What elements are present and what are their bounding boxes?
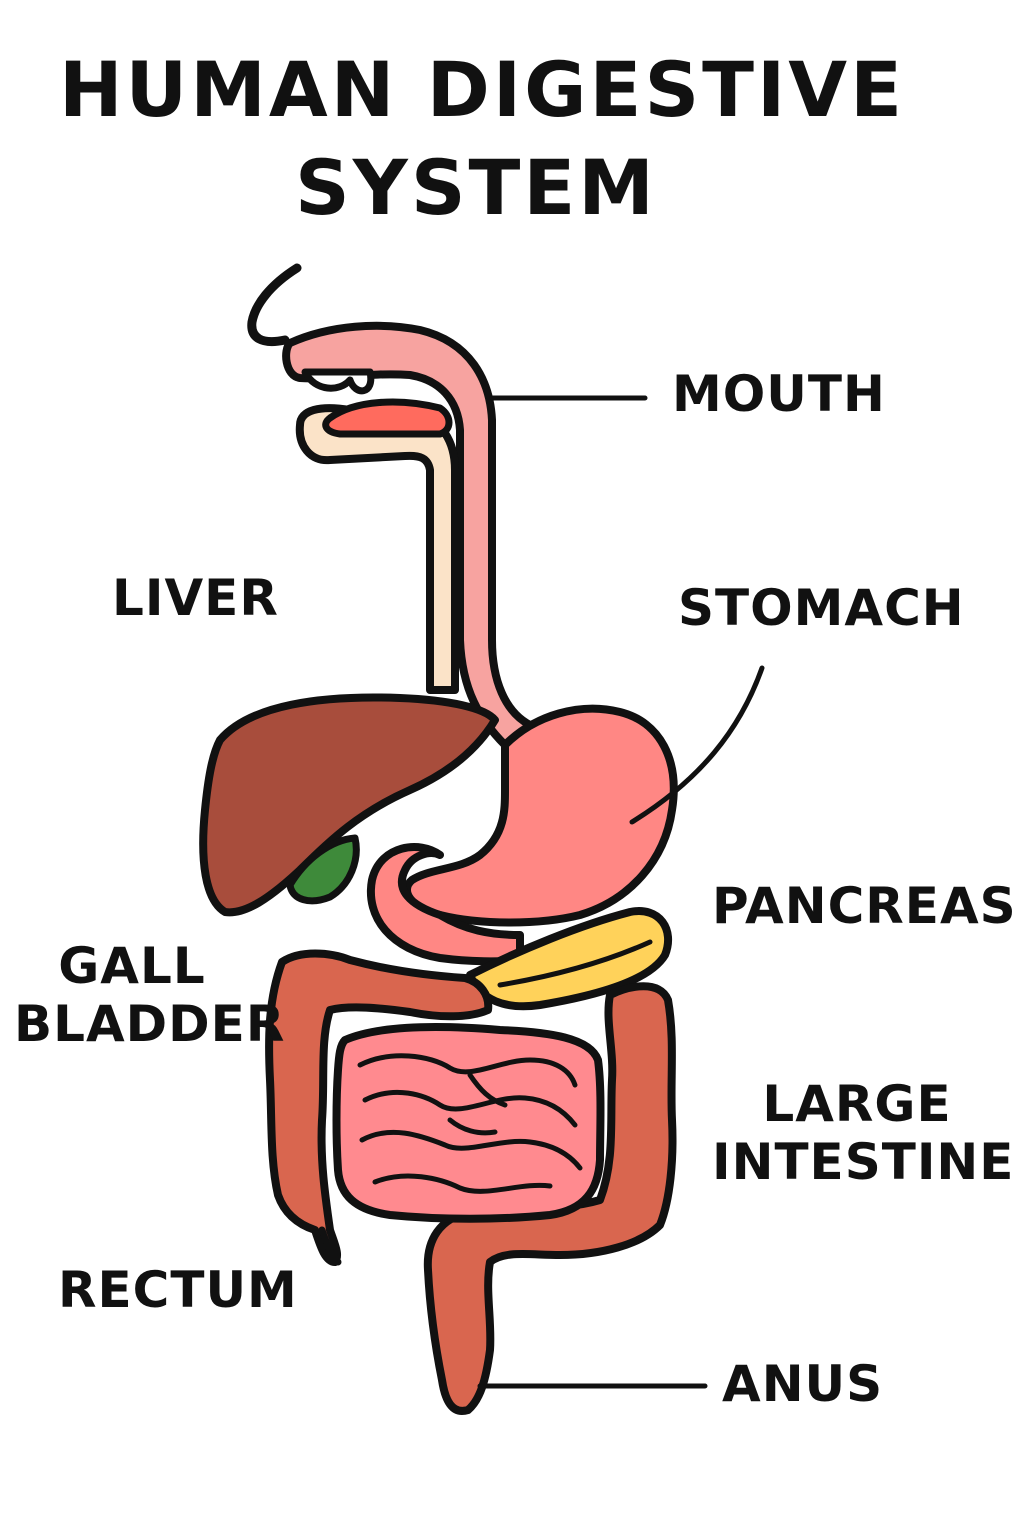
liver — [199, 693, 499, 917]
label-rectum: RECTUM — [58, 1261, 298, 1319]
pancreas-duct — [497, 939, 653, 988]
upper-teeth — [301, 368, 375, 395]
label-large-intestine-line-2: INTESTINE — [712, 1132, 1015, 1191]
label-gall-bladder: GALL BLADDER — [14, 937, 286, 1053]
duodenum — [366, 843, 524, 966]
gallbladder — [286, 834, 360, 905]
large-intestine-right — [423, 982, 677, 1415]
face-profile — [247, 263, 302, 347]
tongue — [322, 398, 453, 438]
rectum-tail — [318, 1226, 342, 1266]
label-gall-bladder-line-1: GALL — [58, 937, 206, 995]
label-pancreas: PANCREAS — [712, 877, 1017, 935]
label-anus: ANUS — [722, 1355, 884, 1413]
stomach-leader-line — [629, 665, 765, 825]
label-large-intestine: LARGE INTESTINE — [712, 1075, 1015, 1191]
label-large-intestine-line-1: LARGE — [762, 1075, 952, 1133]
label-stomach: STOMACH — [678, 579, 965, 637]
page-title-line-1: HUMAN DIGESTIVE — [58, 45, 906, 134]
windpipe — [295, 404, 459, 694]
label-gall-bladder-line-2: BLADDER — [14, 994, 286, 1053]
large-intestine — [265, 949, 493, 1266]
small-intestine — [332, 1023, 605, 1223]
stomach — [403, 704, 678, 927]
label-liver: LIVER — [112, 569, 279, 627]
page-title-line-2: SYSTEM — [295, 143, 657, 232]
small-intestine-coils — [357, 1053, 583, 1194]
label-mouth: MOUTH — [672, 365, 886, 423]
